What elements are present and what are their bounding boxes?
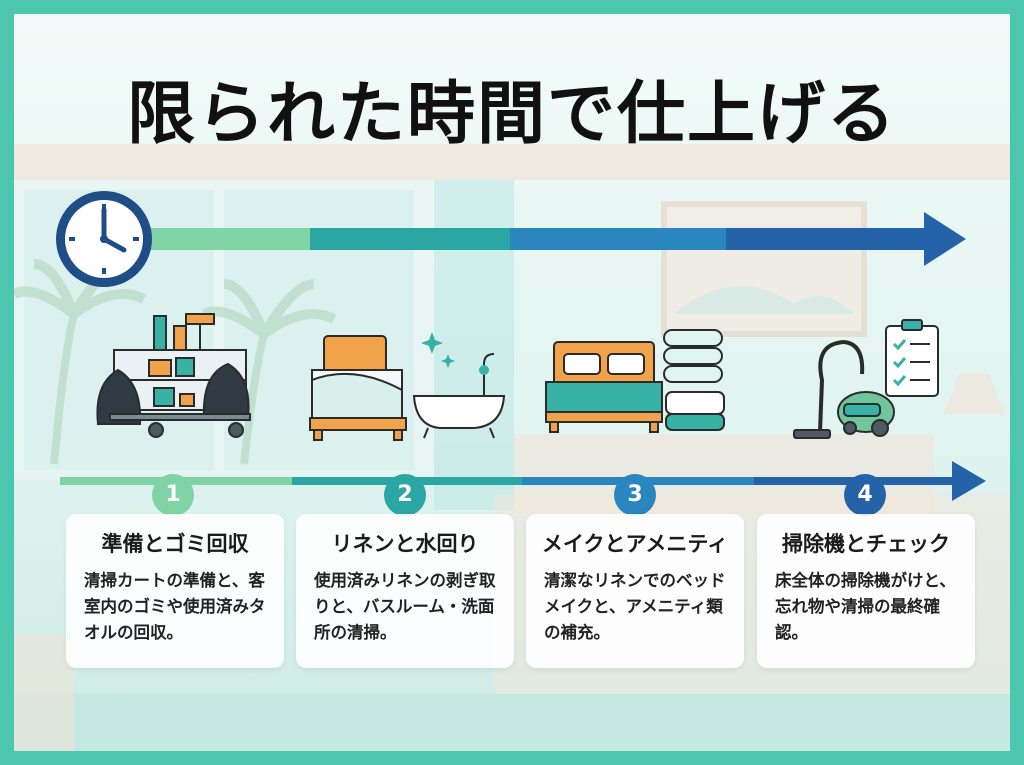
- step-3-card: メイクとアメニティ 清潔なリネンでのベッドメイクと、アメニティ類の補充。: [526, 514, 744, 668]
- step-2-card: リネンと水回り 使用済みリネンの剥ぎ取りと、バスルーム・洗面所の清掃。: [296, 514, 514, 668]
- step-3-number: 3: [614, 474, 656, 516]
- top-timeline-arrow: [150, 212, 966, 266]
- bed-towels-icon: [545, 329, 725, 433]
- step-3-heading: メイクとアメニティ: [541, 532, 729, 556]
- page-title: 限られた時間で仕上げる: [126, 75, 897, 154]
- step-2-heading: リネンと水回り: [331, 532, 479, 556]
- infographic-frame: 限られた時間で仕上げる: [14, 14, 1010, 751]
- step-1-number: 1: [152, 474, 194, 516]
- step-4-number: 4: [844, 474, 886, 516]
- vacuum-checklist-icon: [793, 319, 939, 439]
- clock-icon: [56, 191, 152, 287]
- step-1-card: 準備とゴミ回収 清掃カートの準備と、客室内のゴミや使用済みタオルの回収。: [66, 514, 284, 668]
- step-4-card: 掃除機とチェック 床全体の掃除機がけと、忘れ物や清掃の最終確認。: [757, 514, 975, 668]
- step-4-description: 床全体の掃除機がけと、忘れ物や清掃の最終確認。: [775, 571, 956, 642]
- step-4-heading: 掃除機とチェック: [782, 532, 950, 556]
- step-1-heading: 準備とゴミ回収: [101, 532, 249, 556]
- bed-bathtub-icon: [309, 332, 506, 441]
- step-2-description: 使用済みリネンの剥ぎ取りと、バスルーム・洗面所の清掃。: [314, 571, 496, 642]
- step-3-description: 清潔なリネンでのベッドメイクと、アメニティ類の補充。: [544, 571, 726, 642]
- cleaning-cart-icon: [96, 313, 251, 438]
- step-2-number: 2: [384, 474, 426, 516]
- step-1-description: 清掃カートの準備と、客室内のゴミや使用済みタオルの回収。: [84, 571, 266, 642]
- timeline-graphics: [56, 191, 986, 501]
